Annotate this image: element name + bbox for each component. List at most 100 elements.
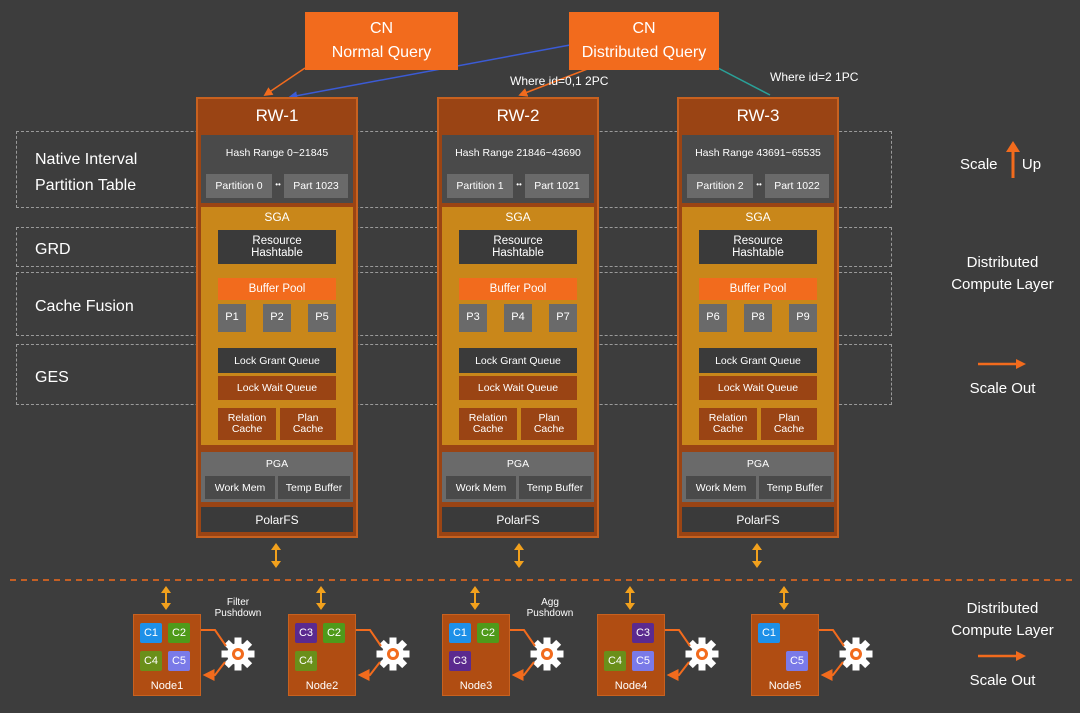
- cn-normal-query-box: CN Normal Query: [305, 12, 458, 70]
- rw-storage-arrows: [271, 543, 762, 568]
- work-mem: Work Mem: [686, 476, 756, 499]
- column-chip-c4: C4: [604, 651, 626, 671]
- lane-label-native: Native Interval Partition Table: [35, 147, 137, 199]
- label-line: Cache: [533, 423, 565, 435]
- temp-buffer: Temp Buffer: [278, 476, 350, 499]
- partition-ellipsis: ••: [756, 180, 762, 189]
- partition-last: Part 1022: [765, 174, 829, 198]
- label-line: Resource: [252, 235, 302, 247]
- page-p-b: P4: [504, 304, 532, 332]
- temp-buffer: Temp Buffer: [519, 476, 591, 499]
- relation-cache: Relation Cache: [699, 408, 757, 440]
- partition-last: Part 1023: [284, 174, 348, 198]
- sga-label: SGA: [264, 210, 290, 224]
- node-arrows: [161, 586, 789, 610]
- scale-up-arrow-icon: [1006, 141, 1020, 178]
- resource-hashtable: Resource Hashtable: [218, 230, 336, 264]
- column-chip-c2: C2: [168, 623, 190, 643]
- scale-up-label: Scale Up: [960, 156, 1050, 173]
- page-p-c: P9: [789, 304, 817, 332]
- page-p-a: P3: [459, 304, 487, 332]
- resource-hashtable: Resource Hashtable: [459, 230, 577, 264]
- label-line: Cache: [292, 423, 324, 435]
- node-label: Node4: [614, 680, 648, 692]
- gear-icon: [530, 637, 564, 671]
- lane-label-grd: GRD: [35, 241, 71, 258]
- polarfs: PolarFS: [442, 507, 594, 532]
- distributed-compute-layer-label-2: Distributed Compute Layer: [935, 598, 1070, 642]
- label-line: Relation: [468, 412, 508, 424]
- work-mem: Work Mem: [205, 476, 275, 499]
- label-line: Distributed: [966, 254, 1039, 271]
- cn-subtitle: Distributed Query: [581, 44, 707, 61]
- partition-first: Partition 0: [206, 174, 272, 198]
- lock-wait-queue: Lock Wait Queue: [459, 376, 577, 400]
- note-line: Filter: [226, 597, 250, 608]
- column-chip-c5: C5: [786, 651, 808, 671]
- lock-wait-queue: Lock Wait Queue: [699, 376, 817, 400]
- cn-subtitle: Normal Query: [331, 44, 432, 61]
- node-label: Node5: [768, 680, 802, 692]
- label-line: Cache: [712, 423, 744, 435]
- label-line: Resource: [493, 235, 543, 247]
- polarfs: PolarFS: [201, 507, 353, 532]
- page-p-a: P1: [218, 304, 246, 332]
- plan-cache: Plan Cache: [280, 408, 336, 440]
- partition-first: Partition 1: [447, 174, 513, 198]
- lock-grant-queue: Lock Grant Queue: [218, 348, 336, 373]
- sga-label: SGA: [505, 210, 531, 224]
- label-line: Cache: [773, 423, 805, 435]
- scale-out-arrow-icon-2: [978, 651, 1026, 661]
- cn-dist-to-rw1-line: [288, 44, 571, 101]
- label-line: Cache: [472, 423, 504, 435]
- column-chip-c3: C3: [295, 623, 317, 643]
- loop-arrow-icon: [201, 629, 227, 681]
- lane-label-ges: GES: [35, 369, 69, 386]
- label-line: Relation: [708, 412, 748, 424]
- lock-grant-queue: Lock Grant Queue: [459, 348, 577, 373]
- loop-arrow-icon: [819, 629, 845, 681]
- sga-label: SGA: [745, 210, 771, 224]
- partition-last: Part 1021: [525, 174, 589, 198]
- loop-arrow-icon: [510, 629, 536, 681]
- plan-cache: Plan Cache: [521, 408, 577, 440]
- node-label: Node3: [459, 680, 493, 692]
- column-chip-c3: C3: [449, 651, 471, 671]
- column-chip-c4: C4: [295, 651, 317, 671]
- page-p-c: P7: [549, 304, 577, 332]
- label-line: Resource: [733, 235, 783, 247]
- rw-title: RW-3: [736, 106, 780, 125]
- buffer-pool: Buffer Pool: [699, 278, 817, 300]
- page-p-c: P5: [308, 304, 336, 332]
- column-chip-c5: C5: [632, 651, 654, 671]
- note-line: Agg: [541, 597, 559, 608]
- cn-distributed-query-box: CN Distributed Query: [569, 12, 719, 70]
- temp-buffer: Temp Buffer: [759, 476, 831, 499]
- loop-arrow-icon: [356, 629, 382, 681]
- lane-label-line: Native Interval: [35, 151, 138, 168]
- column-chip-c1: C1: [449, 623, 471, 643]
- rw2-query-note: Where id=0,1 2PC: [510, 74, 609, 88]
- label-line: Relation: [227, 412, 267, 424]
- buffer-pool: Buffer Pool: [218, 278, 336, 300]
- relation-cache: Relation Cache: [459, 408, 517, 440]
- column-chip-c5: C5: [168, 651, 190, 671]
- pga-label: PGA: [746, 458, 770, 470]
- label-line: Compute Layer: [951, 622, 1054, 639]
- scale-out-label-2: Scale Out: [969, 672, 1036, 689]
- page-p-a: P6: [699, 304, 727, 332]
- note-line: Pushdown: [526, 608, 574, 619]
- cn-dist-to-rw3-line: [717, 67, 771, 96]
- pga-label: PGA: [506, 458, 530, 470]
- gear-icons: [201, 629, 873, 681]
- gear-icon: [376, 637, 410, 671]
- label-line: Compute Layer: [951, 276, 1054, 293]
- column-chip-c4: C4: [140, 651, 162, 671]
- loop-arrow-icon: [665, 629, 691, 681]
- label-line: Plan: [538, 412, 560, 424]
- lane-label-cache-fusion: Cache Fusion: [35, 298, 134, 315]
- rw-title: RW-1: [255, 106, 299, 125]
- cn-dist-to-rw2-line: [518, 67, 591, 97]
- scale-out-label: Scale Out: [969, 380, 1036, 397]
- scale-out-arrow-icon: [978, 359, 1026, 369]
